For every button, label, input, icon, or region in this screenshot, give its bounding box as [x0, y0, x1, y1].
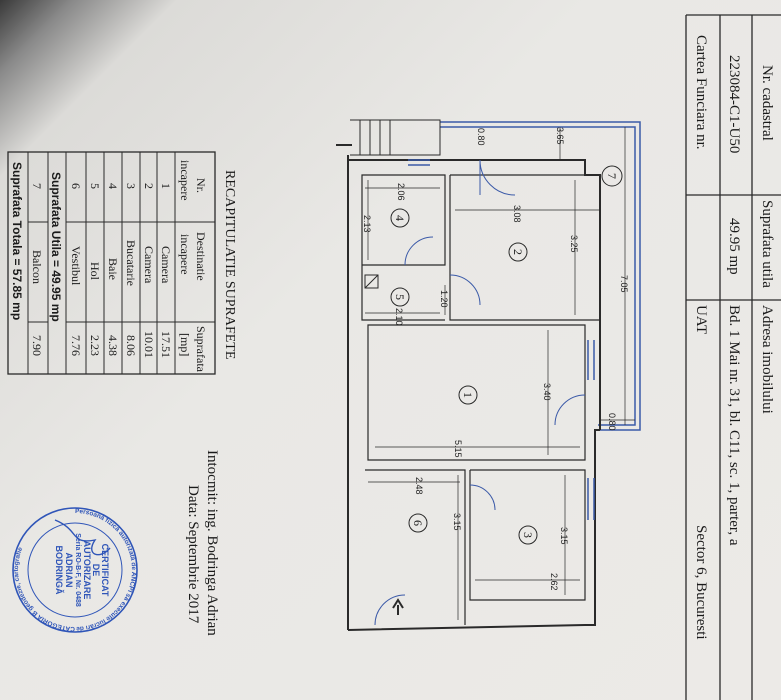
recap-title: RECAPITULATIE SUPRAFETE	[222, 170, 237, 359]
row-destinatie: Balcon	[30, 250, 44, 284]
recap-table: Nr. incapere Destinatie incapere Suprafa…	[7, 151, 216, 375]
room-label: 7	[605, 173, 619, 179]
dimension-label: 1.20	[439, 290, 449, 308]
table-row: 3 Bucatarie 8.06	[124, 183, 138, 356]
date-text: Data: Septembrie 2017	[185, 485, 201, 624]
row-destinatie: Hol	[88, 262, 102, 281]
row-nr: 3	[124, 183, 138, 189]
table-row: 5 Hol 2.23	[88, 183, 102, 356]
room-label: 2	[511, 249, 525, 255]
row-suprafata: 17.51	[159, 331, 173, 358]
header-mp: [mp]	[178, 333, 192, 356]
row-suprafata: 10.01	[142, 331, 156, 358]
row-destinatie: Camera	[142, 246, 156, 284]
row-nr: 4	[106, 183, 120, 189]
header-destinatie: Destinatie	[194, 232, 208, 281]
dimension-labels: 3.65 0.80 2.06 3.08 3.25 2.13 7.05 1.20 …	[362, 127, 629, 591]
suprafata-utila-total: Suprafata Utila = 49.95 mp	[49, 172, 63, 322]
dimension-label: 2.62	[549, 573, 559, 591]
nr-cadastral-label: Nr. cadastral	[759, 65, 775, 141]
room-labels: 4 2 5 1 6 3 7	[390, 165, 623, 545]
row-nr: 5	[88, 183, 102, 189]
dimension-label: 3.40	[542, 383, 552, 401]
row-destinatie: Vestibul	[69, 246, 83, 286]
dimension-label: 0.80	[607, 413, 617, 431]
row-nr: 2	[142, 183, 156, 189]
room-label: 6	[411, 520, 425, 526]
stamp-line: AUTORIZARE	[82, 541, 92, 600]
dimension-label: 3.15	[452, 513, 462, 531]
room-label: 1	[461, 392, 475, 398]
nr-cadastral-value: 223084-C1-U50	[726, 55, 742, 153]
suprafata-utila-label: Suprafata utila	[759, 200, 775, 288]
row-nr: 6	[69, 183, 83, 189]
dimension-label: 2.48	[414, 477, 424, 495]
dimension-label: 2.13	[362, 215, 372, 233]
dimension-label: 3.15	[559, 527, 569, 545]
adresa-label: Adresa imobilului	[759, 305, 775, 414]
dimension-label: 0.80	[476, 128, 486, 146]
row-destinatie: Bucatarie	[124, 240, 138, 286]
uat-value: Sector 6, Bucuresti	[693, 525, 709, 640]
row-suprafata: 7.90	[30, 335, 44, 356]
row-nr: 7	[30, 183, 44, 189]
table-row: 4 Baie 4.38	[106, 183, 120, 356]
header-nr: Nr.	[194, 178, 208, 193]
cadastral-header-table: Nr. cadastral 223084-C1-U50 Cartea Funci…	[685, 14, 781, 700]
room-label: 3	[521, 532, 535, 538]
stamp-line: ADRIAN	[64, 553, 74, 588]
dimension-label: 2.10	[394, 308, 404, 326]
dimension-label: 5.15	[453, 440, 463, 458]
header-incapere: incapere	[178, 160, 192, 201]
carte-funciara-label: Cartea Funciara nr.	[693, 35, 709, 150]
row-suprafata: 7.76	[69, 335, 83, 356]
suprafata-utila-value: 49.95 mp	[726, 218, 742, 275]
dimension-label: 3.25	[569, 235, 579, 253]
dimension-label: 2.06	[396, 183, 406, 201]
row-suprafata: 8.06	[124, 335, 138, 356]
room-label: 4	[393, 215, 407, 221]
table-row: 1 Camera 17.51	[159, 183, 173, 358]
header-incapere-2: incapere	[178, 234, 192, 275]
stamp-line: CERTIFICAT	[100, 544, 110, 597]
table-row: 2 Camera 10.01	[142, 183, 156, 358]
dimension-label: 3.65	[555, 127, 565, 145]
room-label: 5	[393, 294, 407, 300]
dimension-label: 7.05	[619, 275, 629, 293]
header-suprafata: Suprafata	[194, 326, 208, 373]
stairs	[336, 119, 441, 156]
stamp-line: DE	[91, 564, 101, 577]
adresa-value: Bd. 1 Mai nr. 31, bl. C11, sc. 1, parter…	[726, 305, 742, 546]
stamp-line: BODRINGĂ	[54, 546, 64, 595]
intocmit-text: Intocmit: ing. Bodringa Adrian	[204, 450, 220, 636]
table-row: 6 Vestibul 7.76	[69, 183, 83, 356]
row-suprafata: 2.23	[88, 335, 102, 356]
stamp-line: Seria RO-B-F, Nr. 0488	[74, 533, 81, 607]
row-suprafata: 4.38	[106, 335, 120, 356]
uat-label: UAT	[693, 305, 709, 334]
row-nr: 1	[159, 183, 173, 189]
row-destinatie: Baie	[106, 258, 120, 280]
signature-scribble	[54, 519, 111, 556]
floor-plan: 4 2 5 1 6 3 7 3.65 0.80 2.06 3.08 3.25 2…	[336, 119, 641, 631]
row-destinatie: Camera	[159, 246, 173, 284]
table-row-balcon: 7 Balcon 7.90	[30, 183, 44, 356]
dimension-label: 3.08	[512, 205, 522, 223]
suprafata-totala: Suprafata Totala = 57.85 mp	[10, 162, 24, 320]
